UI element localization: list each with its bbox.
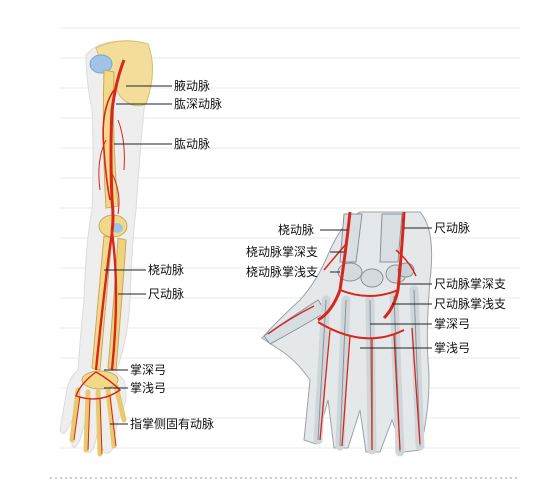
label-proper-palmar-digital-artery: 指掌侧固有动脉 — [130, 417, 215, 431]
label-deep-palmar-arch-right: 掌深弓 — [434, 317, 471, 331]
label-radial-superficial-palmar-branch: 桡动脉掌浅支 — [246, 265, 319, 279]
label-ulnar-superficial-palmar-branch: 尺动脉掌浅支 — [434, 297, 507, 311]
left-leader-lines — [104, 85, 172, 425]
label-deep-palmar-arch-left: 掌深弓 — [130, 363, 167, 377]
wrist-closeup-illustration — [261, 211, 433, 457]
label-brachial-artery: 肱动脉 — [174, 137, 211, 151]
label-axillary-artery: 腋动脉 — [174, 79, 211, 93]
label-ulnar-artery-left: 尺动脉 — [148, 287, 185, 301]
label-deep-brachial-artery: 肱深动脉 — [174, 97, 223, 111]
label-ulnar-artery-right: 尺动脉 — [434, 221, 471, 235]
right-leader-lines — [320, 227, 432, 349]
label-ulnar-deep-palmar-branch: 尺动脉掌深支 — [434, 277, 507, 291]
label-radial-artery-right: 桡动脉 — [278, 223, 315, 237]
label-radial-artery-left: 桡动脉 — [148, 263, 185, 277]
label-superficial-palmar-arch-right: 掌浅弓 — [434, 341, 471, 355]
label-radial-deep-palmar-branch: 桡动脉掌深支 — [246, 245, 319, 259]
label-superficial-palmar-arch-left: 掌浅弓 — [130, 381, 167, 395]
